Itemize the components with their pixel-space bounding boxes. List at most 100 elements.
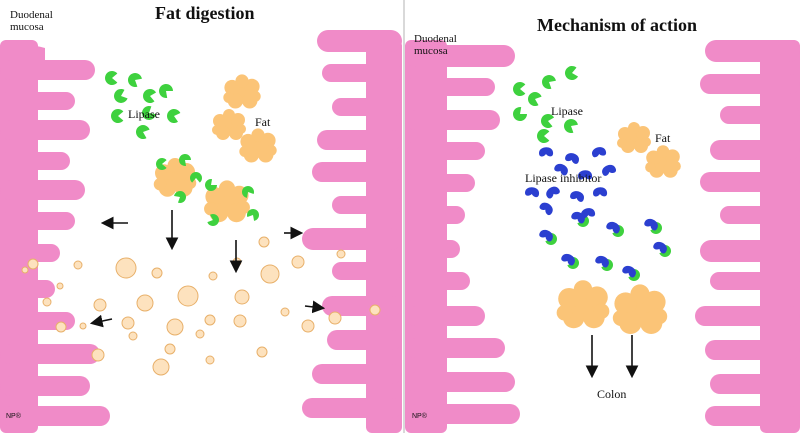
villus bbox=[695, 306, 800, 326]
fat-lobe bbox=[240, 133, 256, 150]
lipase-molecule bbox=[207, 214, 219, 226]
fat-droplet bbox=[336, 249, 346, 259]
lipase-molecule bbox=[542, 75, 556, 89]
inhibitor-molecule bbox=[539, 229, 553, 242]
fat-globule bbox=[617, 122, 651, 153]
inhibitor-molecule bbox=[581, 208, 596, 219]
villus bbox=[302, 398, 402, 418]
mucosa-base bbox=[760, 40, 800, 433]
inhibitor-molecule bbox=[592, 147, 607, 158]
villus bbox=[0, 376, 90, 396]
fat-lobe bbox=[235, 74, 249, 88]
villus bbox=[405, 240, 460, 258]
lipase-molecule bbox=[247, 209, 259, 221]
fat-droplet bbox=[27, 258, 39, 270]
fat-droplet bbox=[93, 298, 107, 312]
villus bbox=[322, 64, 402, 82]
fat-droplet bbox=[128, 331, 138, 341]
fat-lobe bbox=[651, 308, 668, 325]
villus bbox=[405, 272, 470, 290]
fat-lobe bbox=[167, 158, 183, 173]
villus bbox=[0, 212, 75, 230]
fat-droplet bbox=[55, 321, 67, 333]
fat-lobe bbox=[617, 138, 627, 148]
fat-lobe bbox=[265, 144, 277, 156]
villus bbox=[405, 338, 505, 358]
inhibitor-molecule bbox=[554, 163, 568, 176]
inhibitor-molecule bbox=[595, 255, 609, 268]
left-credit: NP® bbox=[6, 413, 21, 420]
fat-lobe bbox=[646, 150, 661, 166]
flow-arrow bbox=[304, 300, 326, 314]
flow-arrow bbox=[89, 314, 113, 328]
villus bbox=[705, 40, 800, 62]
villus bbox=[720, 106, 800, 124]
villus bbox=[0, 344, 100, 364]
flow-arrows bbox=[89, 210, 639, 379]
fat-droplet bbox=[258, 236, 270, 248]
fat-lobe bbox=[670, 160, 681, 172]
inhibitor-molecule bbox=[644, 218, 658, 231]
right-fat-label: Fat bbox=[655, 131, 671, 145]
villus bbox=[405, 206, 465, 224]
fat-lobe bbox=[656, 145, 670, 158]
villus bbox=[0, 92, 75, 110]
fat-globule bbox=[239, 128, 277, 163]
fat-droplet bbox=[369, 304, 381, 316]
villus bbox=[0, 280, 55, 298]
fat-droplet bbox=[233, 314, 247, 328]
lipase-molecule bbox=[513, 107, 528, 121]
inhibitor-molecule bbox=[606, 221, 620, 234]
fat-droplet bbox=[205, 355, 215, 365]
villus bbox=[705, 406, 800, 426]
colon-label: Colon bbox=[597, 387, 627, 401]
fat-droplet bbox=[301, 319, 315, 333]
lipase-molecule bbox=[111, 109, 124, 124]
lipase-molecule bbox=[142, 106, 156, 120]
left-fat-label: Fat bbox=[255, 115, 271, 129]
duodenal-mucosa-shapes bbox=[0, 30, 800, 433]
villus bbox=[327, 330, 402, 350]
fat-lobe bbox=[223, 92, 235, 103]
fat-droplet bbox=[208, 271, 218, 281]
villus bbox=[705, 340, 800, 360]
villus bbox=[700, 240, 800, 262]
lipase-molecule bbox=[564, 119, 578, 133]
lipase-molecule bbox=[128, 73, 142, 87]
fat-droplet bbox=[232, 257, 242, 267]
villus bbox=[405, 372, 515, 392]
villus bbox=[720, 206, 800, 224]
lipase-molecule bbox=[541, 114, 555, 128]
fat-droplet bbox=[73, 260, 83, 270]
fat-droplet bbox=[79, 322, 87, 330]
villus bbox=[710, 140, 800, 160]
lipase-molecule bbox=[190, 172, 202, 183]
fat-lobe bbox=[212, 125, 222, 135]
lipase-molecule bbox=[174, 191, 186, 203]
fat-droplets bbox=[21, 236, 381, 376]
right-credit: NP® bbox=[412, 413, 427, 420]
villus bbox=[317, 30, 402, 52]
villus bbox=[0, 180, 85, 200]
villus bbox=[710, 272, 800, 290]
fat-droplet bbox=[328, 311, 342, 325]
villus bbox=[405, 110, 500, 130]
villus bbox=[0, 244, 60, 262]
villus bbox=[312, 162, 402, 182]
right-mucosa-label: Duodenal mucosa bbox=[414, 33, 457, 57]
lipase-inhibitor-molecules bbox=[525, 147, 667, 278]
lipase-molecule bbox=[143, 89, 157, 103]
villus bbox=[302, 228, 402, 250]
villus bbox=[0, 60, 95, 80]
fat-droplet bbox=[42, 297, 52, 307]
right-lipase-label: Lipase bbox=[551, 104, 583, 118]
villus bbox=[332, 262, 402, 280]
fat-droplet bbox=[195, 329, 205, 339]
villus bbox=[0, 406, 110, 426]
left-lipase-label: Lipase bbox=[128, 107, 160, 121]
villus bbox=[405, 306, 485, 326]
fat-droplet bbox=[164, 343, 176, 355]
lipase-molecule bbox=[114, 89, 128, 104]
